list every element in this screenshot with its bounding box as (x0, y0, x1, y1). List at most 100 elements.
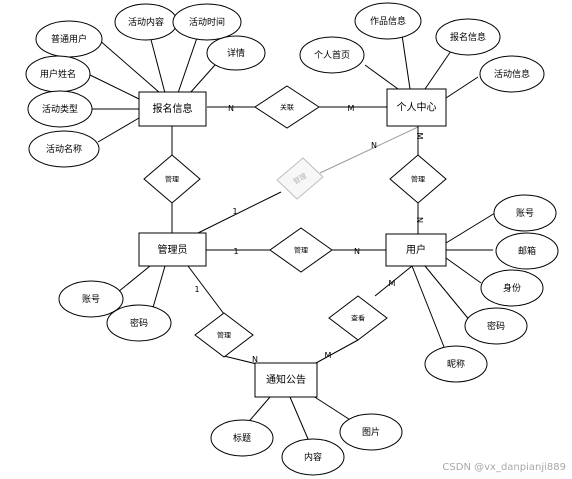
attribute-center-home[interactable]: 个人首页 (299, 36, 365, 74)
entity-label-signup-info: 报名信息 (153, 102, 193, 115)
edge-center-signup (424, 50, 452, 90)
relationship-label-manage-signup: 管理 (165, 175, 179, 184)
edge-notice-content (289, 396, 312, 447)
svg-text:普通用户: 普通用户 (51, 33, 87, 45)
edge-signup-name (97, 117, 140, 143)
attribute-signup-detail[interactable]: 详情 (206, 35, 266, 71)
attribute-user-nickname[interactable]: 昵称 (424, 345, 488, 383)
entity-personal-center[interactable]: 个人中心 (386, 88, 447, 127)
cardinality-signup-assoc: N (228, 104, 234, 113)
entity-signup-info[interactable]: 报名信息 (138, 91, 207, 127)
attribute-signup-time[interactable]: 活动时间 (172, 3, 242, 41)
attribute-admin-password[interactable]: 密码 (106, 304, 172, 342)
cardinality-admin-user-right: N (354, 247, 360, 256)
svg-text:活动类型: 活动类型 (42, 103, 78, 115)
svg-text:内容: 内容 (304, 451, 322, 463)
cardinality-center-user-bottom: N (415, 217, 424, 223)
edge-center-works (401, 34, 411, 90)
cardinality-labels: N M N 1 M N 1 N 1 N M M (194, 104, 424, 364)
attribute-signup-username[interactable]: 用户姓名 (25, 55, 91, 93)
relationship-manage-signup[interactable]: 管理 (143, 154, 201, 204)
edge-user-nickname (411, 265, 447, 353)
svg-text:密码: 密码 (487, 320, 505, 332)
edge-user-account (445, 212, 496, 244)
attribute-user-email[interactable]: 邮箱 (495, 232, 559, 270)
attribute-center-signup[interactable]: 报名信息 (435, 18, 501, 56)
svg-text:活动名称: 活动名称 (46, 143, 82, 155)
attribute-notice-title[interactable]: 标题 (210, 419, 274, 457)
relationship-associate[interactable]: 关联 (254, 85, 320, 129)
relationship-label-manage-notice: 管理 (217, 331, 231, 340)
attribute-center-works[interactable]: 作品信息 (354, 2, 422, 40)
svg-text:活动内容: 活动内容 (128, 16, 164, 28)
relationship-manage-center[interactable]: 管理 (276, 157, 324, 200)
edge-center-home (364, 64, 399, 90)
attribute-user-identity[interactable]: 身份 (480, 269, 544, 307)
entity-label-admin: 管理员 (158, 243, 188, 256)
relationship-manage-notice[interactable]: 管理 (194, 312, 254, 358)
edge-signup-username (87, 73, 140, 100)
relationship-view-notice[interactable]: 查看 (328, 295, 388, 341)
svg-text:报名信息: 报名信息 (450, 31, 486, 43)
edge-user-identity (445, 257, 482, 284)
edge-admin-manage-center (195, 191, 282, 235)
svg-text:昵称: 昵称 (447, 358, 465, 370)
edge-notice-image (309, 393, 356, 424)
relationship-label-view-notice: 查看 (351, 314, 365, 323)
edge-signup-time (177, 28, 201, 94)
edge-signup-content (148, 31, 166, 94)
attribute-signup-type[interactable]: 活动类型 (27, 90, 93, 128)
edge-signup-normal-user (97, 38, 161, 94)
svg-text:用户姓名: 用户姓名 (40, 68, 76, 80)
cardinality-user-notice-top: M (389, 279, 396, 288)
svg-text:图片: 图片 (362, 426, 380, 438)
relationship-manage-user[interactable]: 管理 (269, 227, 333, 273)
edge-manage-center (319, 126, 419, 174)
svg-text:活动时间: 活动时间 (189, 16, 225, 28)
edges (87, 28, 496, 447)
watermark: CSDN @vx_danpianji889 (442, 462, 566, 473)
cardinality-center-assoc: M (348, 104, 355, 113)
attribute-notice-content[interactable]: 内容 (281, 438, 345, 476)
entity-admin[interactable]: 管理员 (138, 232, 207, 267)
attribute-admin-account[interactable]: 账号 (58, 280, 124, 318)
entity-label-notice: 通知公告 (266, 373, 306, 386)
entity-user[interactable]: 用户 (385, 233, 447, 267)
attribute-signup-name[interactable]: 活动名称 (28, 130, 100, 168)
attribute-user-account[interactable]: 账号 (493, 194, 557, 232)
svg-text:账号: 账号 (516, 208, 534, 219)
entity-label-user: 用户 (406, 243, 426, 256)
cardinality-admin-manage-center: 1 (232, 207, 237, 216)
entity-notice[interactable]: 通知公告 (254, 362, 318, 398)
cardinality-admin-notice-bottom: N (252, 355, 258, 364)
relationship-label-manage-user: 管理 (294, 246, 308, 255)
svg-text:密码: 密码 (130, 317, 148, 329)
attribute-signup-normal-user[interactable]: 普通用户 (35, 20, 103, 58)
attribute-notice-image[interactable]: 图片 (339, 413, 403, 451)
entity-label-personal-center: 个人中心 (397, 101, 437, 114)
relationship-label-associate: 关联 (280, 103, 294, 112)
svg-text:身份: 身份 (503, 282, 521, 294)
edge-admin-managenotice (187, 265, 225, 315)
relationship-label-user-center: 管理 (411, 175, 425, 184)
edge-user-password (424, 265, 472, 323)
svg-text:标题: 标题 (233, 432, 251, 444)
cardinality-center-manage: N (371, 141, 377, 150)
attribute-user-password[interactable]: 密码 (464, 307, 528, 345)
svg-text:个人首页: 个人首页 (314, 49, 350, 61)
edge-admin-account (117, 265, 151, 293)
svg-text:邮箱: 邮箱 (518, 245, 536, 257)
attribute-center-activity[interactable]: 活动信息 (479, 55, 545, 93)
attribute-signup-content[interactable]: 活动内容 (114, 3, 178, 41)
svg-text:作品信息: 作品信息 (370, 15, 406, 27)
cardinality-admin-notice-top: 1 (194, 285, 199, 294)
cardinality-user-notice-bottom: M (325, 351, 332, 360)
edge-view-notice (315, 339, 359, 364)
svg-text:账号: 账号 (82, 294, 100, 305)
cardinality-center-user-top: M (415, 133, 424, 140)
relationship-user-center[interactable]: 管理 (389, 154, 447, 204)
svg-text:活动信息: 活动信息 (494, 68, 530, 80)
edge-user-view (374, 265, 413, 297)
cardinality-admin-user-left: 1 (233, 247, 238, 256)
